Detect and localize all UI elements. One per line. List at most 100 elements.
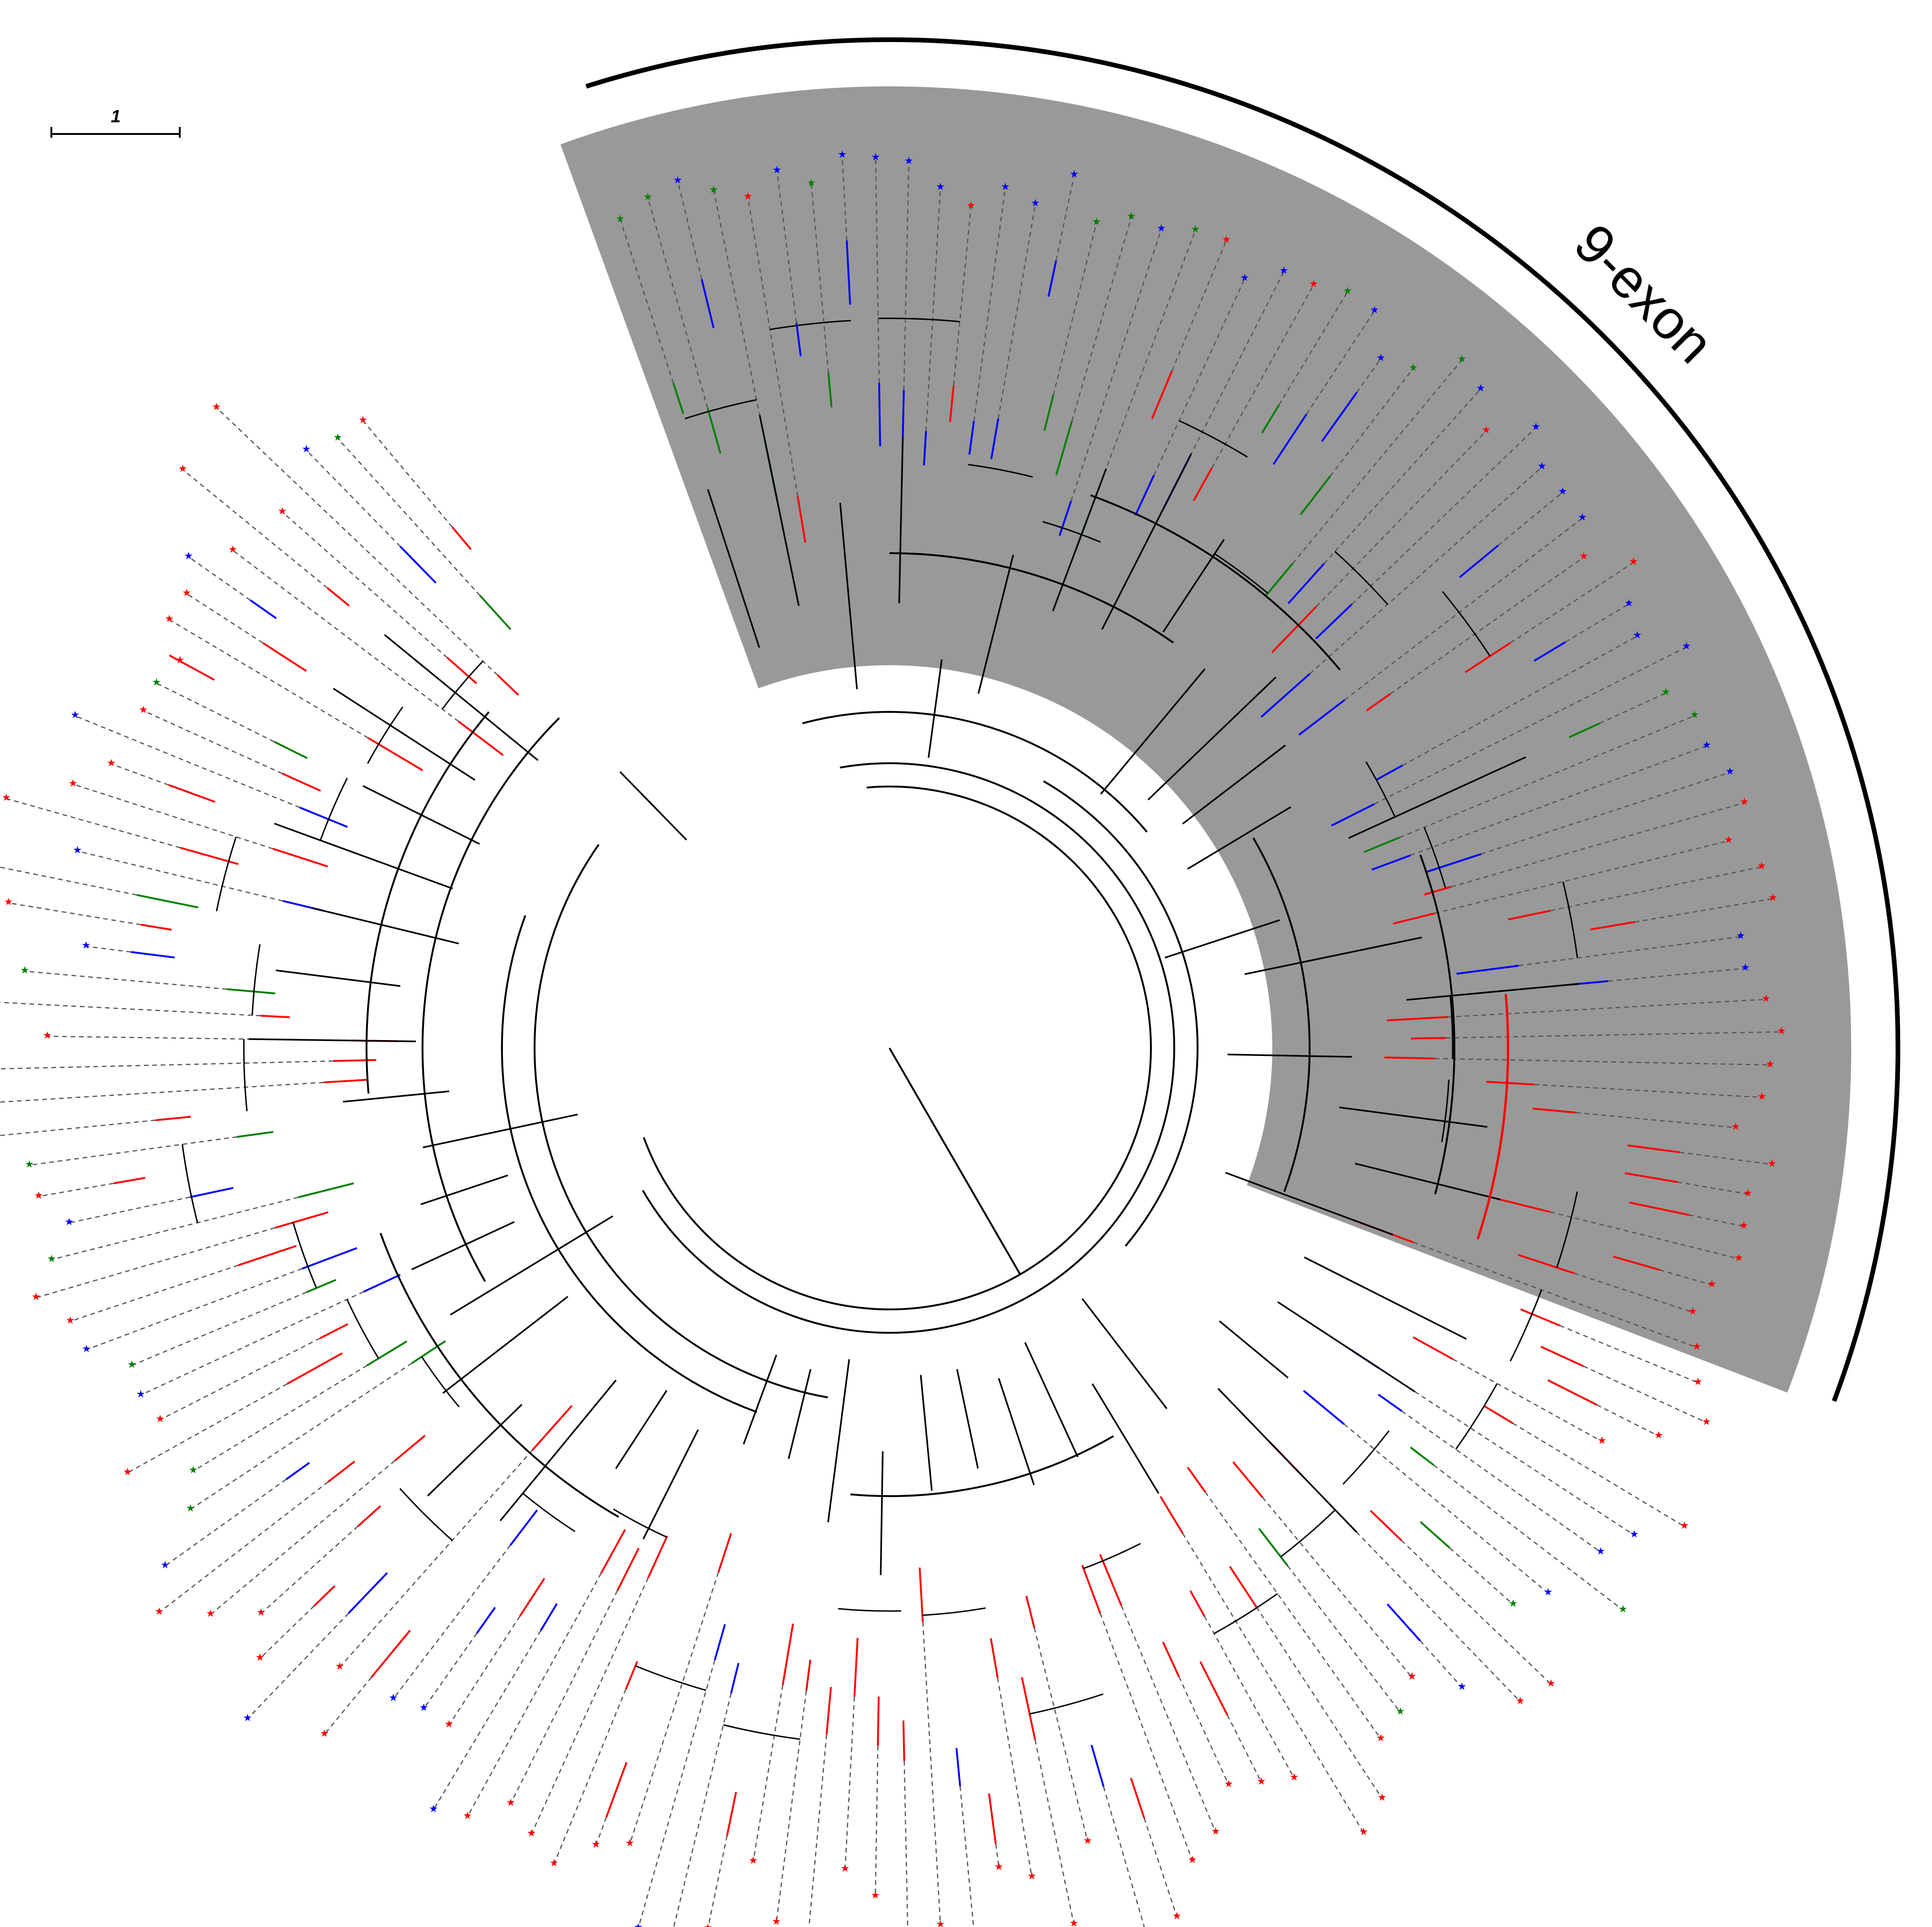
terminal-branch xyxy=(169,654,215,681)
tip-star-marker: ★ xyxy=(155,1413,165,1425)
subclade-arc xyxy=(723,1724,800,1740)
internal-branch xyxy=(411,1221,515,1270)
internal-branch xyxy=(1101,453,1192,630)
tip-star-marker: ★ xyxy=(1731,1121,1740,1133)
tip-guide-line xyxy=(1481,772,1730,855)
terminal-branch xyxy=(367,737,423,772)
tip-guide-line xyxy=(282,511,448,658)
terminal-branch xyxy=(955,1748,961,1786)
tip-guide-line xyxy=(423,1633,478,1709)
tip-guide-line xyxy=(808,1734,827,1927)
tip-guide-line xyxy=(86,945,131,953)
subclade-arc xyxy=(442,661,484,710)
tip-star-marker: ★ xyxy=(871,152,881,163)
tip-guide-line xyxy=(1401,1410,1601,1553)
terminal-branch xyxy=(706,408,721,454)
terminal-branch xyxy=(1331,803,1375,827)
internal-branch xyxy=(311,907,459,945)
tip-guide-line xyxy=(164,1478,287,1567)
tip-guide-line xyxy=(1565,603,1629,643)
tip-star-marker: ★ xyxy=(709,184,719,196)
tip-guide-line xyxy=(922,1622,941,1926)
terminal-branch xyxy=(286,1352,343,1385)
tip-guide-line xyxy=(844,1696,855,1870)
tip-guide-line xyxy=(0,1002,261,1017)
internal-branch xyxy=(956,1369,979,1469)
terminal-branch xyxy=(1081,1565,1101,1614)
terminal-branch xyxy=(282,773,321,792)
internal-branch xyxy=(642,1429,699,1540)
tip-guide-line xyxy=(38,1182,114,1197)
tip-guide-line xyxy=(324,1677,372,1735)
tip-guide-line xyxy=(259,1605,315,1659)
internal-arc xyxy=(642,786,1152,1310)
terminal-branch xyxy=(1387,1016,1448,1021)
terminal-branch xyxy=(1287,563,1325,605)
terminal-branch xyxy=(261,1014,290,1019)
tip-star-marker: ★ xyxy=(1682,640,1691,652)
tip-guide-line xyxy=(673,1693,732,1927)
terminal-branch xyxy=(827,373,832,408)
internal-branch xyxy=(1162,539,1225,633)
internal-branch xyxy=(427,1404,522,1497)
terminal-branch xyxy=(1371,854,1411,871)
tip-guide-line xyxy=(1635,898,1773,923)
tip-star-marker: ★ xyxy=(1743,1188,1753,1199)
tip-star-marker: ★ xyxy=(1376,352,1386,364)
terminal-branch xyxy=(1021,1677,1036,1740)
terminal-branch xyxy=(519,1578,545,1617)
tip-guide-line xyxy=(131,1291,307,1366)
internal-branch xyxy=(619,771,687,841)
terminal-branch xyxy=(155,1116,191,1121)
terminal-branch xyxy=(1424,886,1452,896)
tip-guide-line xyxy=(1182,1533,1364,1833)
tip-star-marker: ★ xyxy=(1736,930,1745,942)
internal-branch xyxy=(977,555,1014,694)
tip-guide-line xyxy=(1171,240,1227,371)
tip-star-marker: ★ xyxy=(152,676,161,688)
terminal-branch xyxy=(990,418,1000,460)
subclade-arc xyxy=(1280,1509,1336,1558)
internal-branch xyxy=(275,969,401,987)
terminal-branch xyxy=(1271,606,1317,653)
tip-star-marker: ★ xyxy=(64,1217,74,1228)
tip-star-marker: ★ xyxy=(106,758,116,769)
tip-guide-line xyxy=(24,971,227,990)
tip-guide-line xyxy=(1410,745,1707,856)
tip-guide-line xyxy=(1330,368,1414,477)
terminal-branch xyxy=(131,951,175,959)
subclade-arc xyxy=(1342,1430,1390,1485)
tip-star-marker: ★ xyxy=(1692,1341,1701,1353)
tip-star-marker: ★ xyxy=(1702,1416,1711,1428)
tip-guide-line xyxy=(997,1677,1033,1877)
subclade-arc xyxy=(1029,1693,1104,1715)
tip-star-marker: ★ xyxy=(1376,1732,1386,1744)
tip-guide-line xyxy=(1287,1565,1401,1713)
subclade-arc xyxy=(292,1222,317,1288)
tip-guide-line xyxy=(1453,1358,1602,1442)
terminal-branch xyxy=(1321,392,1358,442)
terminal-branch xyxy=(797,496,806,543)
terminal-branch xyxy=(1043,395,1054,431)
tip-star-marker: ★ xyxy=(82,1343,91,1355)
tip-guide-line xyxy=(1100,1613,1193,1861)
terminal-branch xyxy=(1370,1510,1402,1541)
tip-star-marker: ★ xyxy=(871,1890,880,1901)
tip-star-marker: ★ xyxy=(43,1030,52,1041)
internal-branch xyxy=(423,1113,578,1148)
tip-star-marker: ★ xyxy=(1633,630,1642,641)
tip-guide-line xyxy=(1292,359,1463,564)
tip-star-marker: ★ xyxy=(165,613,174,625)
tip-star-marker: ★ xyxy=(419,1702,429,1714)
terminal-branch xyxy=(672,382,684,415)
tip-guide-line xyxy=(1451,802,1745,887)
internal-branch xyxy=(274,823,453,890)
terminal-branch xyxy=(1412,1336,1453,1360)
tip-guide-line xyxy=(959,1786,974,1927)
terminal-branch xyxy=(1520,1308,1560,1327)
terminal-branch xyxy=(846,240,851,305)
tip-guide-line xyxy=(1596,1404,1659,1437)
terminal-branch xyxy=(319,1323,348,1339)
terminal-branch xyxy=(1261,404,1280,434)
tip-star-marker: ★ xyxy=(359,414,368,426)
